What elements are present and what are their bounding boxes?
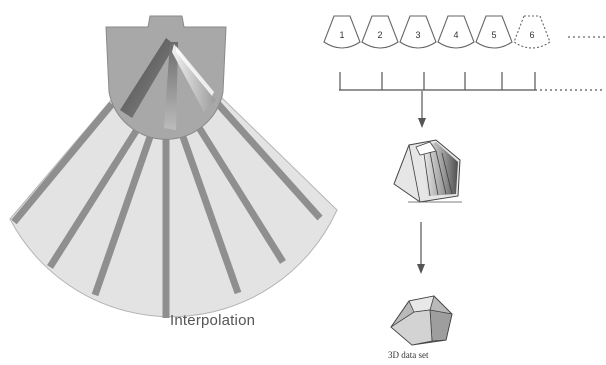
down-arrow-1-head (418, 118, 426, 128)
frame-number: 4 (453, 30, 458, 40)
frame-1: 1 (324, 16, 360, 48)
data-set-volume-front (391, 310, 432, 345)
frame-4: 4 (438, 16, 474, 48)
frame-number: 5 (491, 30, 496, 40)
dataset-label: 3D data set (388, 350, 429, 360)
volume-slices (394, 140, 462, 202)
data-set-volume (391, 296, 452, 345)
down-arrow-2-head (417, 264, 425, 274)
timeline (339, 72, 605, 90)
probe (106, 16, 226, 139)
frame-5: 5 (476, 16, 512, 48)
frame-number: 6 (529, 30, 534, 40)
frame-number: 3 (415, 30, 420, 40)
frame-number: 1 (339, 30, 344, 40)
ultrasound-fan-diagram (10, 16, 337, 318)
frame-6: 6 (514, 16, 550, 48)
down-arrow-1 (418, 91, 426, 128)
frame-3: 3 (400, 16, 436, 48)
timeline-ticks (340, 72, 535, 90)
data-set-volume-side (430, 310, 452, 341)
frame-sequence: 1 2 3 4 5 6 (324, 16, 550, 48)
interpolation-label: Interpolation (170, 312, 255, 329)
frame-number: 2 (377, 30, 382, 40)
frame-2: 2 (362, 16, 398, 48)
down-arrow-2 (417, 222, 425, 274)
